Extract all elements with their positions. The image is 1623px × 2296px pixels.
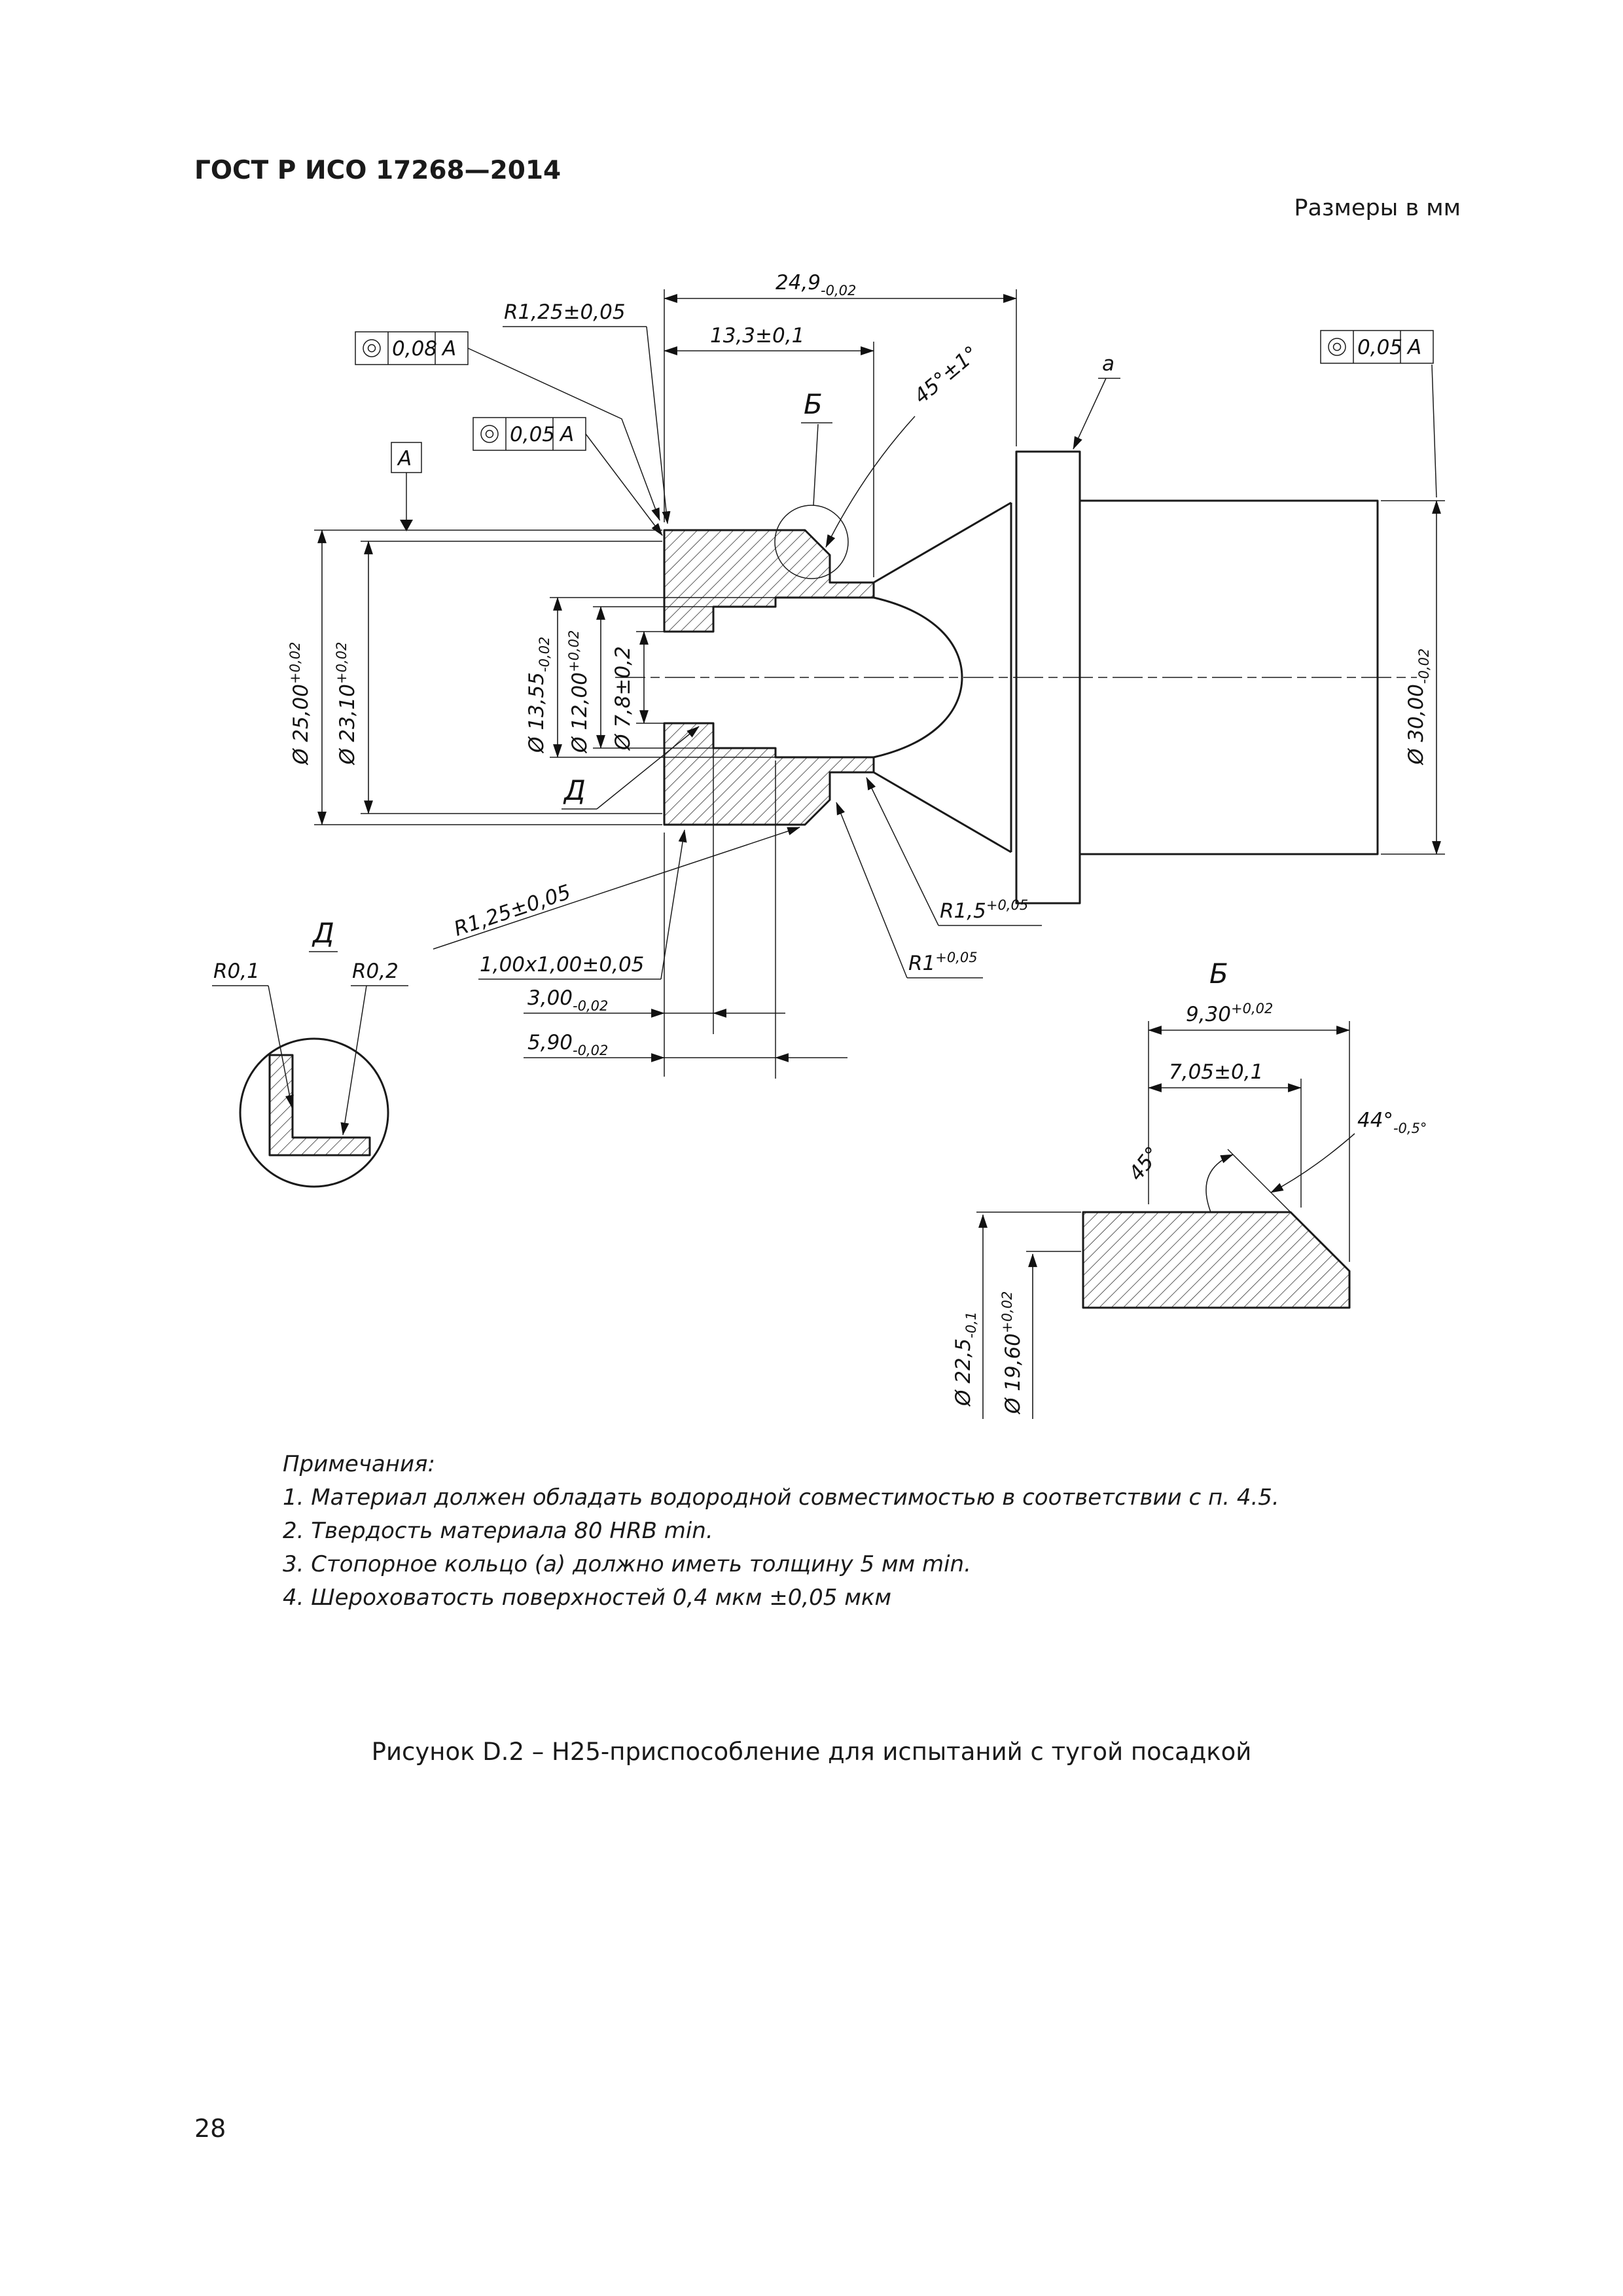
frame1-datum: A <box>441 337 456 361</box>
concentricity-icon <box>1328 338 1346 356</box>
dim-text-chamfer: 1,00x1,00±0,05 <box>480 953 644 977</box>
dim-d30: Ø 30,00-0,02 <box>1381 500 1445 855</box>
dim-text-r1-25-bottom: R1,25±0,05 <box>451 880 573 941</box>
dim-depth-5-9: 5,90-0,02 <box>524 761 847 1079</box>
label-r0-1: R0,1 <box>212 960 294 1108</box>
datum-a: A <box>391 442 422 531</box>
dim-text-d25: Ø 25,00+0,02 <box>287 642 313 766</box>
dim-d13-55: Ø 13,55-0,02 <box>525 597 779 758</box>
dim-text-d13-55: Ø 13,55-0,02 <box>525 637 552 754</box>
dim-depth-3: 3,00-0,02 <box>524 726 785 1077</box>
tolerance-frame-1: 0,08 A <box>355 331 660 521</box>
concentricity-icon <box>363 339 381 357</box>
label-chamfer-1x1: 1,00x1,00±0,05 <box>478 829 687 980</box>
dim-text-5-90: 5,90-0,02 <box>527 1031 608 1058</box>
dim-length-24-9: 24,9-0,02 <box>664 271 1017 522</box>
dim-text-24-9: 24,9-0,02 <box>776 271 856 298</box>
detail-b-title: Б <box>1209 958 1228 990</box>
label-r0-2: R0,2 <box>340 960 408 1136</box>
cone-lower <box>873 771 1012 853</box>
dim-text-45deg: 45°±1° <box>910 342 983 408</box>
note-item-2: 2. Твердость материала 80 HRB min. <box>283 1518 713 1544</box>
detail-circle-b <box>774 505 849 579</box>
dim-d12: Ø 12,00+0,02 <box>566 606 715 754</box>
units-note: Размеры в мм <box>1294 195 1461 221</box>
page-number: 28 <box>194 2114 226 2143</box>
dim-text-r0-1: R0,1 <box>213 960 260 983</box>
internal-cavity <box>873 596 963 759</box>
d-pointer-letter: Д <box>563 774 586 806</box>
note-item-4: 4. Шероховатость поверхностей 0,4 мкм ±0… <box>283 1585 892 1611</box>
ring-letter: а <box>1102 352 1115 376</box>
datum-triangle <box>400 520 413 531</box>
label-r1-25-top: R1,25±0,05 <box>503 300 671 524</box>
tolerance-frame-2: 0,05 A <box>473 417 663 536</box>
label-d-pointer: Д <box>562 726 700 810</box>
dim-text-d12: Ø 12,00+0,02 <box>566 630 592 754</box>
tolerance-frame-3: 0,05 A <box>1320 330 1437 498</box>
notes-block: Примечания: 1. Материал должен обладать … <box>283 1448 1330 1615</box>
dim-text-r1-25-top: R1,25±0,05 <box>504 300 626 324</box>
dim-text-7-05: 7,05±0,1 <box>1169 1060 1263 1084</box>
detail-d-circle <box>239 1037 389 1188</box>
frame1-value: 0,08 <box>392 337 437 361</box>
label-r1: R1+0,05 <box>836 802 983 978</box>
dim-length-13-3: 13,3±0,1 <box>664 324 874 577</box>
dim-d23-10: Ø 23,10+0,02 <box>334 541 662 814</box>
note-item-1: 1. Материал должен обладать водородной с… <box>283 1484 1279 1511</box>
main-view <box>615 450 1417 905</box>
notes-title: Примечания: <box>283 1451 435 1477</box>
dim-text-d7-8: Ø 7,8±0,2 <box>611 646 635 751</box>
dim-text-b-45: 45° <box>1124 1142 1165 1185</box>
label-ring-a: а <box>1073 352 1120 450</box>
dim-text-3-00: 3,00-0,02 <box>527 986 608 1014</box>
cone-upper <box>873 501 1012 584</box>
ring-section <box>1082 1211 1351 1309</box>
datum-letter: A <box>397 447 412 471</box>
dim-text-13-3: 13,3±0,1 <box>710 324 804 348</box>
dim-text-d23-10: Ø 23,10+0,02 <box>334 642 359 766</box>
document-header: ГОСТ Р ИСО 17268—2014 <box>194 156 562 185</box>
frame3-datum: A <box>1406 336 1421 359</box>
dim-text-b-44: 44°-0,5° <box>1357 1109 1427 1136</box>
dim-text-r0-2: R0,2 <box>352 960 399 983</box>
dim-d25: Ø 25,00+0,02 <box>287 529 662 825</box>
note-item-3: 3. Стопорное кольцо (а) должно иметь тол… <box>283 1551 971 1577</box>
detail-d: Д R0,1 R0,2 <box>212 917 408 1188</box>
detail-b: Б 9,30+0,02 7,05±0,1 45° 44°-0,5° Ø 22,5… <box>952 958 1427 1419</box>
dim-text-d19-60: Ø 19,60+0,02 <box>999 1291 1025 1415</box>
section-upper <box>663 529 875 633</box>
callout-b-letter: Б <box>804 388 823 420</box>
label-r1-25-bottom: R1,25±0,05 <box>433 827 800 950</box>
dim-b-45: 45° <box>1124 1142 1234 1213</box>
frame3-value: 0,05 <box>1357 336 1402 359</box>
figure-caption: Рисунок D.2 – Н25-приспособление для исп… <box>371 1738 1252 1766</box>
dim-text-9-30: 9,30+0,02 <box>1186 1001 1273 1026</box>
dim-text-r1-5: R1,5+0,05 <box>940 897 1028 923</box>
section-lower <box>663 722 875 826</box>
dim-b-44: 44°-0,5° <box>1270 1109 1427 1193</box>
label-r1-5: R1,5+0,05 <box>866 777 1042 926</box>
dim-angle-45: 45°±1° <box>825 342 983 548</box>
frame2-value: 0,05 <box>510 423 555 446</box>
frame2-datum: A <box>559 423 574 446</box>
dim-b-d22-5: Ø 22,5-0,1 <box>952 1211 1081 1419</box>
detail-d-title: Д <box>312 917 334 949</box>
dim-d7-8: Ø 7,8±0,2 <box>611 631 713 751</box>
dim-b-9-30: 9,30+0,02 <box>1148 1001 1350 1262</box>
technical-drawing: 0,08 A 0,05 A 0,05 A A 24,9-0,02 <box>212 271 1445 1419</box>
callout-b: Б <box>774 388 849 579</box>
concentricity-icon <box>480 425 499 443</box>
dim-b-7-05: 7,05±0,1 <box>1148 1060 1302 1208</box>
dim-text-d22-5: Ø 22,5-0,1 <box>952 1312 979 1407</box>
dim-text-d30: Ø 30,00-0,02 <box>1404 649 1432 766</box>
dim-text-r1: R1+0,05 <box>908 950 978 975</box>
dim-b-d19-60: Ø 19,60+0,02 <box>999 1251 1081 1419</box>
